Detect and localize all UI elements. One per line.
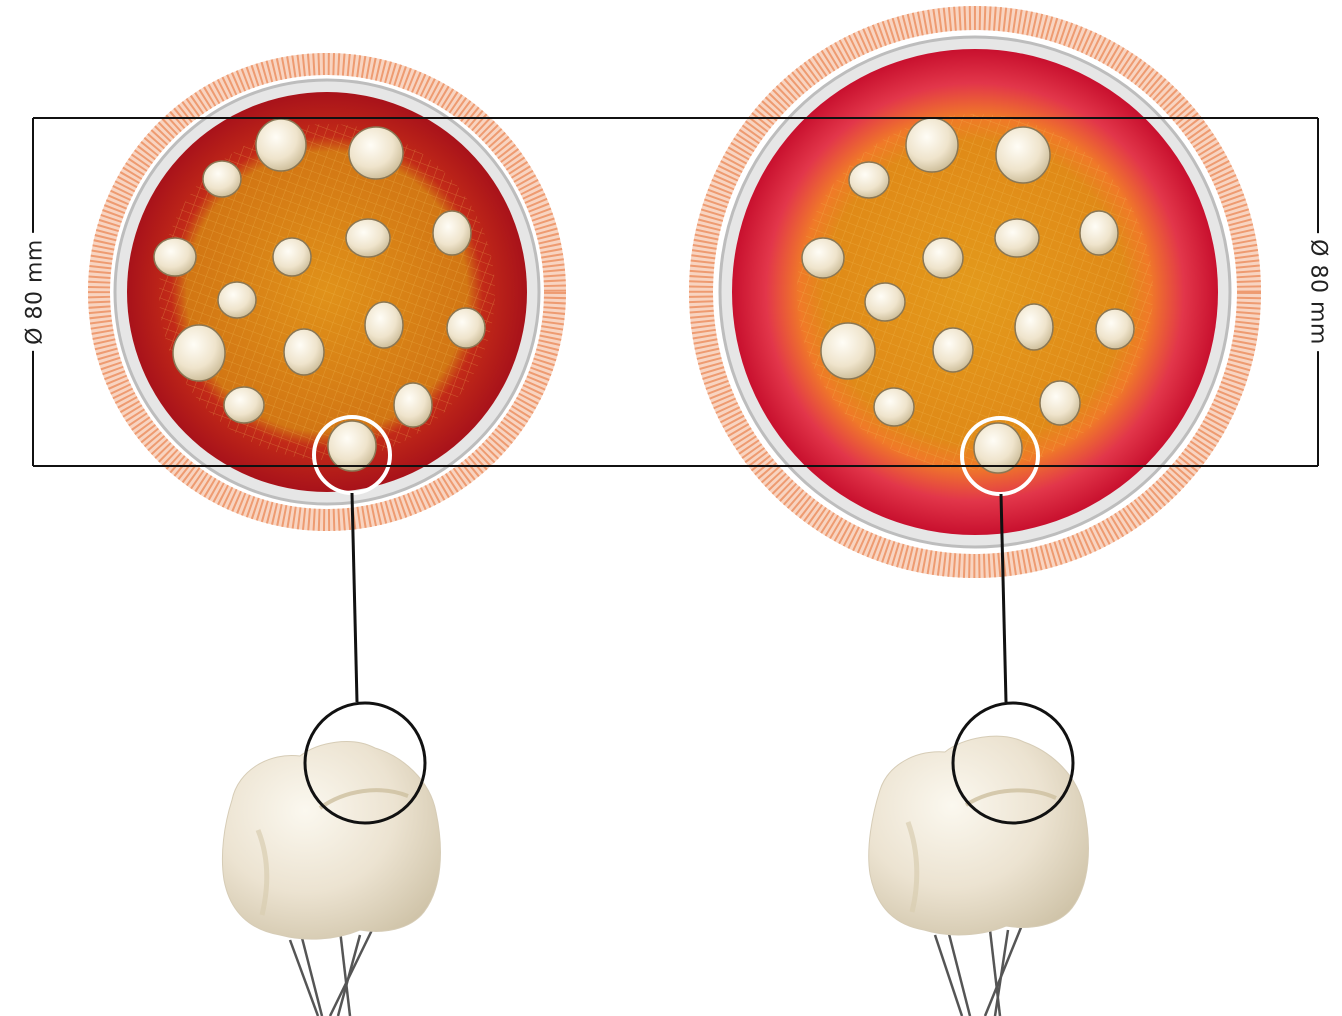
crown xyxy=(447,308,485,348)
right-crown xyxy=(869,736,1089,935)
crown xyxy=(256,119,306,171)
crown xyxy=(218,282,256,318)
crown xyxy=(906,118,958,172)
crown xyxy=(394,383,432,427)
crown xyxy=(154,238,196,276)
left-diameter-label: Ø 80 mm xyxy=(23,233,48,351)
crown xyxy=(1080,211,1118,255)
crown xyxy=(173,325,225,381)
crown xyxy=(273,238,311,276)
crown xyxy=(284,329,324,375)
crown xyxy=(1040,381,1080,425)
crown xyxy=(874,388,914,426)
crown xyxy=(849,162,889,198)
right-crown-detail xyxy=(869,703,1089,1016)
crown xyxy=(923,238,963,278)
crown xyxy=(346,219,390,257)
crown xyxy=(996,127,1050,183)
right-firing-pins xyxy=(935,925,1022,1016)
crown xyxy=(933,328,973,372)
right-firing-tray-mesh xyxy=(797,114,1153,470)
crown xyxy=(365,302,403,348)
crown xyxy=(1015,304,1053,350)
left-furnace xyxy=(99,64,555,520)
left-firing-pins xyxy=(290,930,372,1016)
crown xyxy=(224,387,264,423)
crown xyxy=(328,421,376,471)
crown xyxy=(1096,309,1134,349)
crown xyxy=(349,127,403,179)
crown xyxy=(821,323,875,379)
left-crown xyxy=(222,742,440,940)
right-furnace xyxy=(701,18,1249,566)
crown xyxy=(865,283,905,321)
right-diameter-label: Ø 80 mm xyxy=(1306,233,1331,351)
crown xyxy=(203,161,241,197)
crown xyxy=(802,238,844,278)
left-crown-detail xyxy=(222,703,440,1016)
crown xyxy=(433,211,471,255)
crown xyxy=(995,219,1039,257)
